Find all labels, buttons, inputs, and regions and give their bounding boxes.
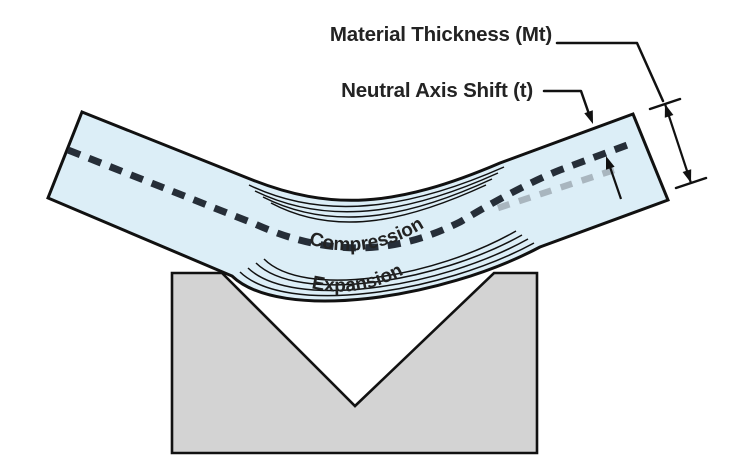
- dim-arrow-shaft: [663, 103, 693, 184]
- material-thickness-leader: [555, 41, 665, 103]
- thickness-dimension: [648, 97, 708, 190]
- neutral-axis-shift-label: Neutral Axis Shift (t): [341, 79, 533, 102]
- strain-line: [255, 234, 523, 286]
- leader-arrowhead-icon: [584, 110, 593, 124]
- neutral-axis-line: [66, 140, 632, 252]
- material-thickness-label: Material Thickness (Mt): [330, 23, 552, 46]
- strain-line: [254, 172, 499, 213]
- strain-line: [239, 242, 535, 297]
- shift-arrowhead-icon: [606, 156, 615, 170]
- dim-arrowhead-top-icon: [664, 104, 674, 118]
- neutral-axis-leader: [542, 89, 593, 124]
- strain-line: [262, 178, 493, 218]
- strain-line: [270, 184, 487, 223]
- strain-line: [247, 238, 529, 292]
- shift-arrow-shaft: [608, 166, 623, 200]
- v-die: [170, 271, 539, 455]
- strain-line: [248, 166, 505, 208]
- expansion-strain-lines: [239, 230, 535, 297]
- dim-arrowhead-bottom-icon: [682, 169, 692, 183]
- compression-strain-lines: [248, 166, 505, 223]
- neutral-axis-leader-line: [542, 89, 591, 116]
- neutral-shift-arrow: [606, 156, 623, 200]
- strain-line: [263, 230, 517, 281]
